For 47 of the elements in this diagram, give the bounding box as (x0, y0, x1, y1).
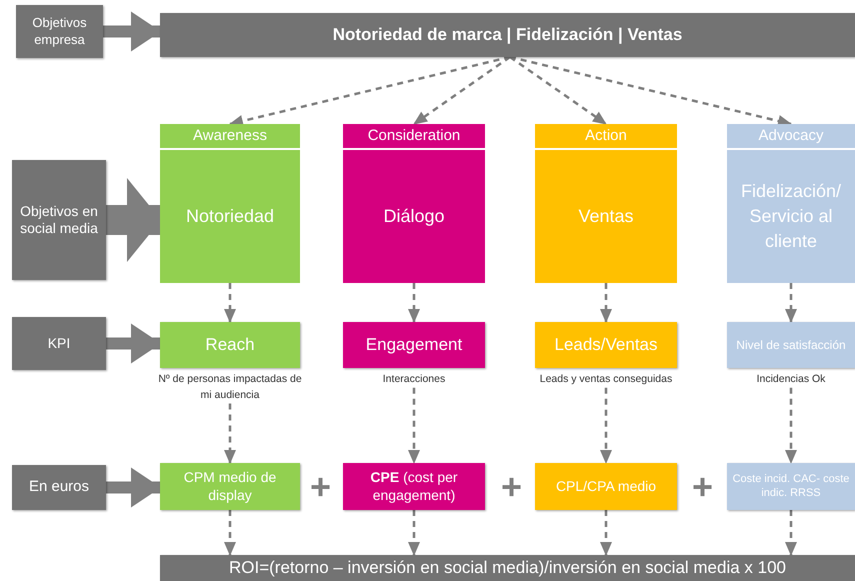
arrow (413, 56, 511, 126)
plus-sign: + (692, 469, 714, 505)
kpi-box: Reach (160, 322, 300, 368)
stage-text: Ventas (577, 204, 635, 228)
cost-box: CPE (cost per engagement) (343, 463, 485, 510)
block-arrow (106, 468, 161, 508)
formula-bar: ROI=(retorno – inversión en social media)/inversión en social media x 100 (160, 555, 855, 581)
arrow (224, 404, 236, 464)
plus-sign: + (310, 469, 332, 505)
arrow (785, 388, 797, 464)
arrow (785, 283, 797, 323)
kpi-box: Nivel de satisfacción (727, 322, 855, 368)
kpi-box: Engagement (343, 322, 485, 368)
cost-box: CPM medio de display (160, 463, 300, 510)
arrow (224, 510, 236, 556)
description-text: Nº de personas impactadas de mi audiencia (152, 372, 308, 404)
description-text: Incidencias Ok (719, 372, 855, 388)
label-box: En euros (12, 465, 106, 510)
stage-box (727, 124, 855, 283)
cost-box: CPL/CPA medio (535, 463, 677, 510)
description-text: Interacciones (335, 372, 493, 388)
objective-bar: Notoriedad de marca | Fidelización | Ventas (160, 13, 855, 57)
arrow (224, 283, 236, 323)
arrow (785, 510, 797, 556)
block-arrow (106, 324, 161, 364)
stage-box (535, 124, 677, 283)
arrow (408, 283, 420, 323)
arrow (408, 510, 420, 556)
label-box: KPI (12, 317, 106, 370)
description-text: Leads y ventas conseguidas (527, 372, 685, 388)
arrow (509, 56, 607, 126)
stage-text: Notoriedad (184, 204, 276, 228)
stage-text: Diálogo (382, 204, 446, 228)
block-arrow (103, 12, 161, 52)
arrow (408, 388, 420, 464)
cost-box: Coste incid. CAC- coste indic. RRSS (727, 463, 855, 510)
arrow (600, 510, 612, 556)
stage-text: Fidelización/ Servicio al cliente (740, 180, 842, 254)
arrow (600, 388, 612, 464)
label-box: Objetivos en social media (12, 160, 106, 280)
plus-sign: + (501, 469, 522, 505)
stage-box (343, 124, 485, 283)
label-box: Objetivos empresa (16, 5, 103, 58)
kpi-box: Leads/Ventas (535, 322, 677, 368)
stage-box (160, 124, 300, 283)
arrow (600, 283, 612, 323)
block-arrow (106, 178, 161, 262)
